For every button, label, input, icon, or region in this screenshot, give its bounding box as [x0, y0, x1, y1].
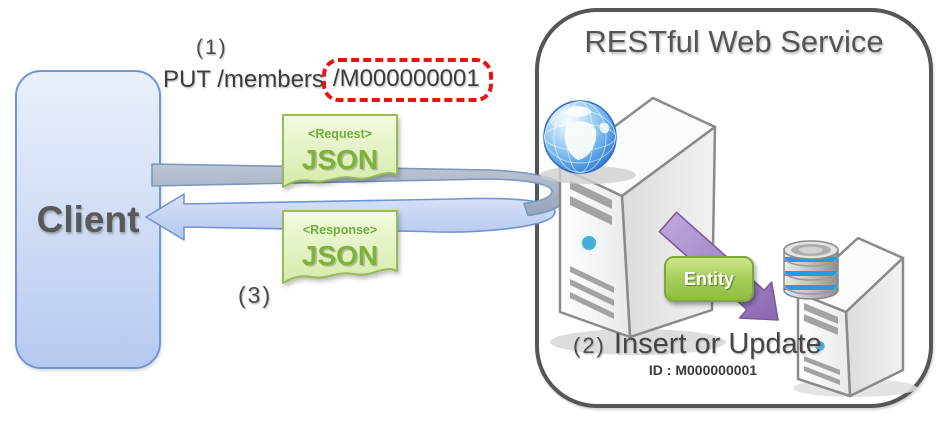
step2-line: (2) Insert or Update: [573, 328, 822, 361]
step3-number: (3): [238, 282, 273, 308]
put-method-path: PUT /members: [163, 66, 324, 93]
response-note-body: JSON: [302, 240, 378, 271]
client-label: Client: [36, 198, 140, 240]
request-note-tag: <Request>: [308, 127, 372, 141]
step2-action: Insert or Update: [613, 328, 822, 360]
response-note-tag: <Response>: [303, 223, 377, 237]
resource-id-highlight-box: /M000000001: [321, 58, 493, 102]
put-request-line: PUT /members/M000000001: [163, 58, 493, 102]
response-note-body-shadow: JSON: [303, 242, 379, 273]
request-json-note: <Request> JSON JSON: [282, 114, 398, 188]
resource-id: /M000000001: [332, 65, 480, 92]
request-note-body-shadow: JSON: [303, 146, 379, 177]
database-icon: [783, 240, 839, 300]
step1-number: (1): [196, 36, 228, 59]
request-note-body: JSON: [302, 144, 378, 175]
service-title: RESTful Web Service: [584, 24, 884, 59]
step2-number: (2): [573, 333, 606, 358]
globe-icon: [540, 100, 636, 184]
response-json-note: <Response> JSON JSON: [282, 210, 398, 284]
client-box: Client: [15, 70, 161, 369]
entity-label: Entity: [683, 268, 734, 289]
step2-detail: ID : M000000001: [648, 362, 758, 378]
entity-label-pill: Entity: [664, 256, 754, 302]
